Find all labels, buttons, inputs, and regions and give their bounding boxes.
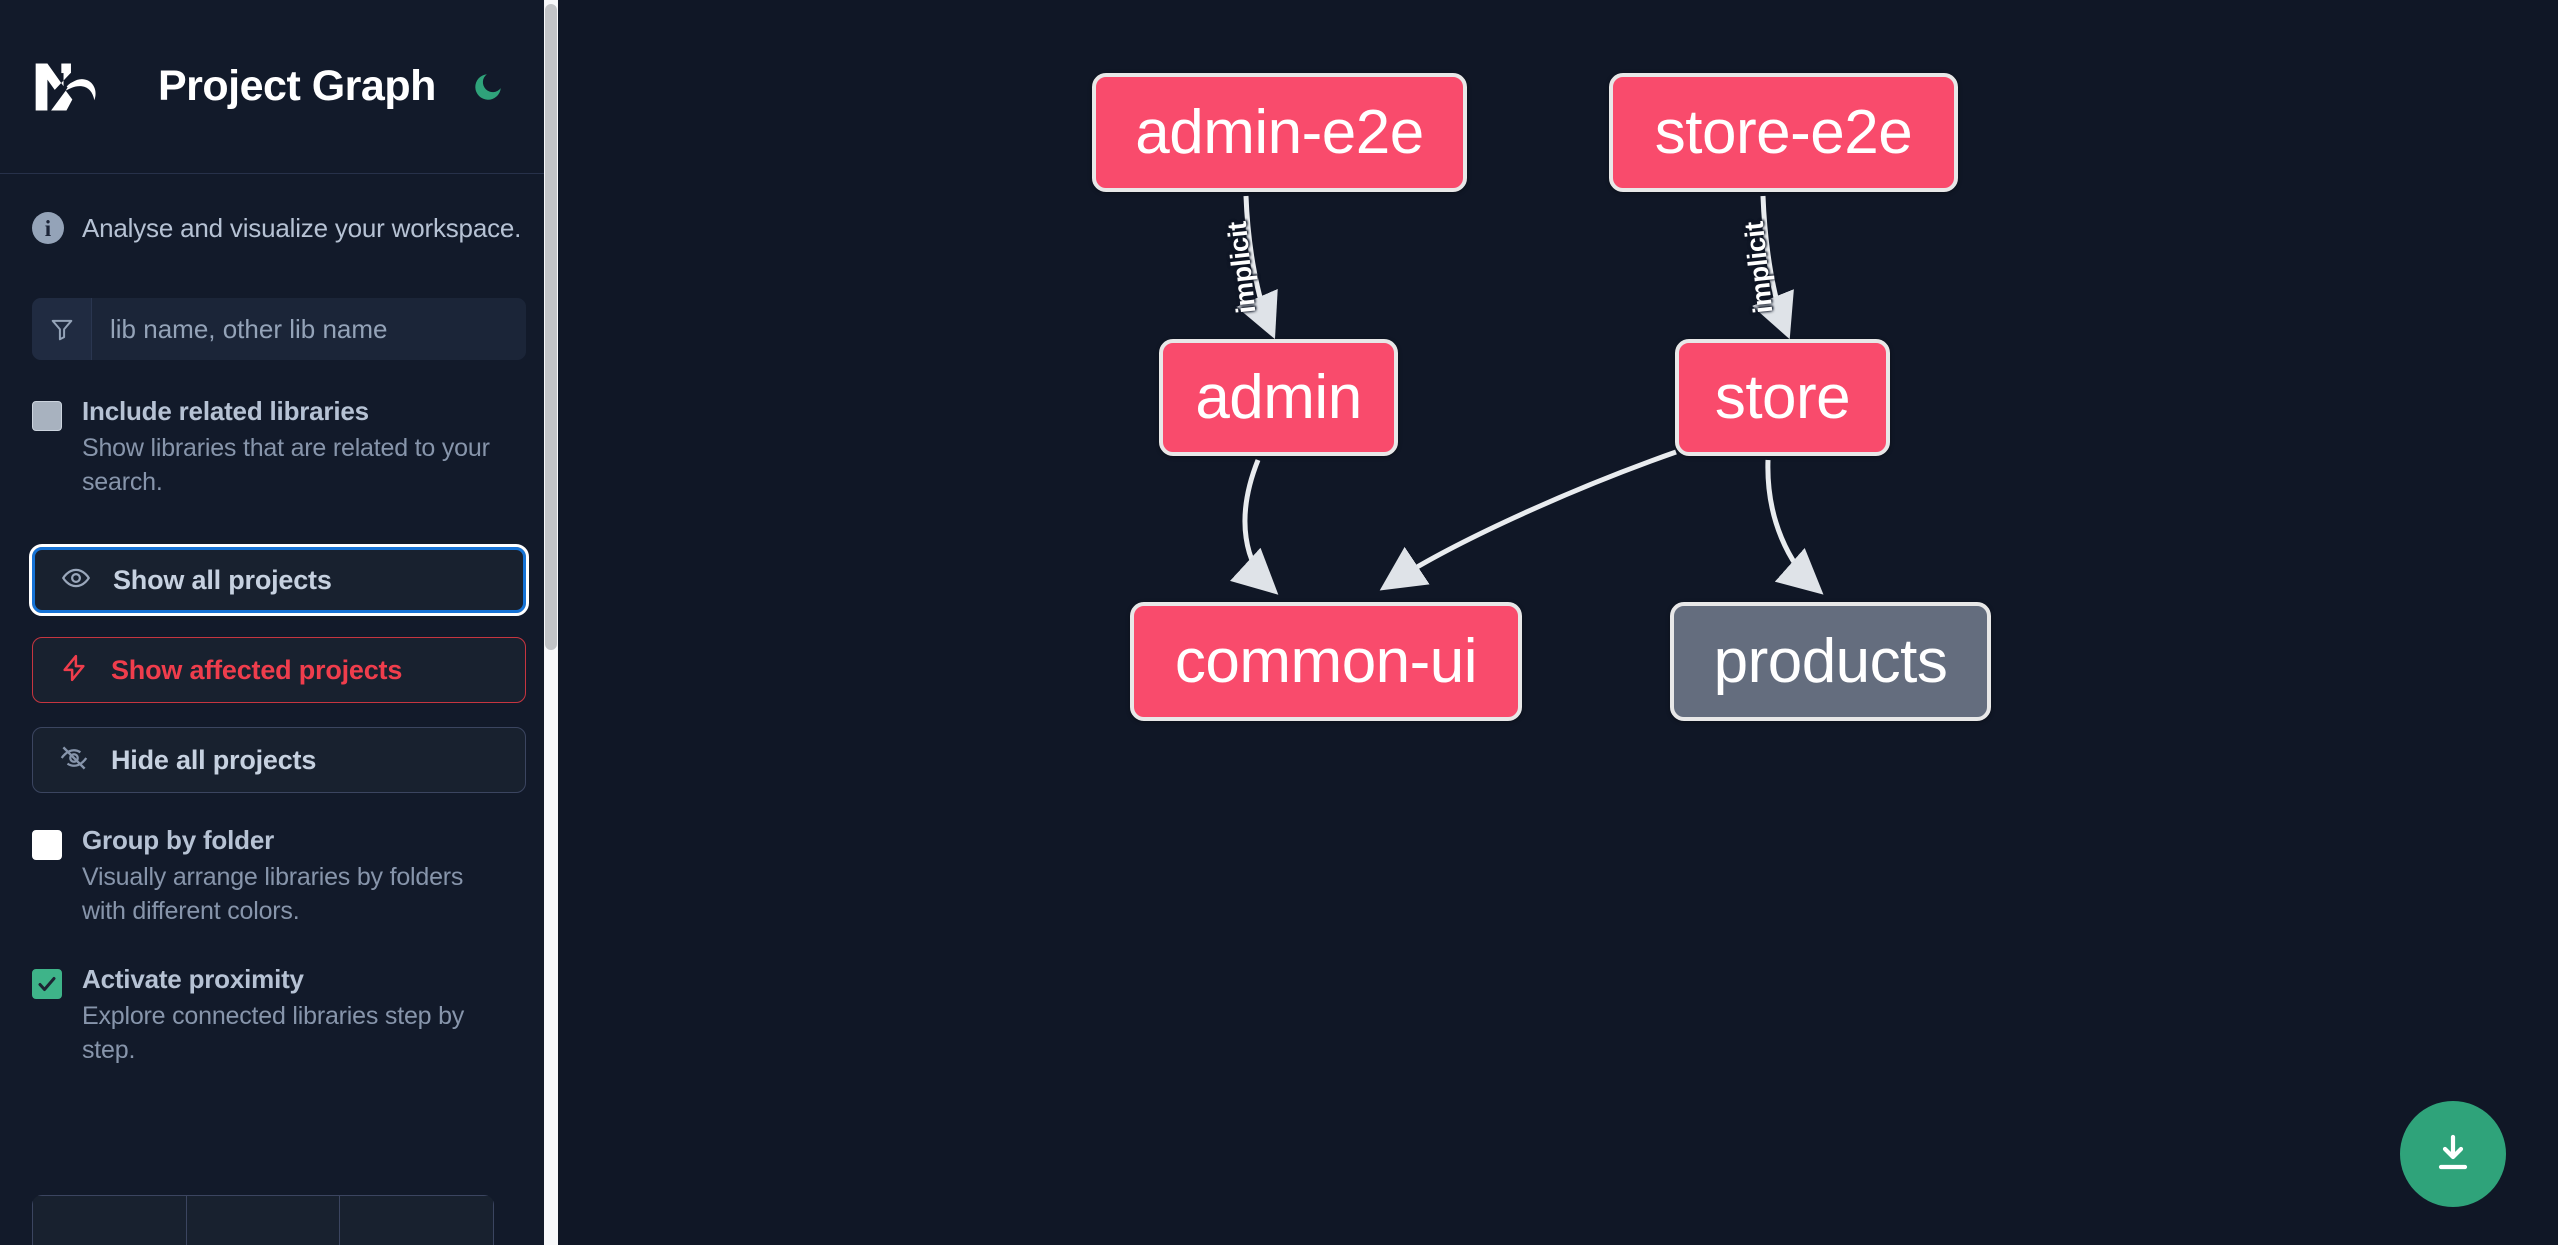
checkbox-description: Explore connected libraries step by step… — [82, 1002, 465, 1064]
checkbox-include-related-libraries[interactable]: Include related libraries Show libraries… — [32, 396, 526, 499]
edge-store-to-products — [1765, 459, 1824, 595]
node-label: admin — [1195, 363, 1362, 432]
checkbox-box[interactable] — [32, 401, 62, 431]
graph-node-products[interactable]: products — [1670, 602, 1991, 721]
sidebar-header: Project Graph — [0, 0, 558, 174]
node-label: store — [1714, 363, 1851, 432]
info-circle-icon: i — [32, 212, 64, 244]
segment-3[interactable] — [340, 1195, 494, 1245]
graph-edges — [1230, 195, 1824, 595]
filter-icon — [32, 298, 92, 360]
project-visibility-buttons: Show all projects Show affected projects — [29, 544, 529, 793]
segment-2[interactable] — [186, 1195, 341, 1245]
button-label: Show affected projects — [111, 654, 403, 685]
sidebar-scrollbar[interactable] — [544, 0, 558, 1245]
download-icon — [2429, 1129, 2477, 1180]
eye-off-icon — [59, 743, 89, 778]
search-field[interactable] — [32, 298, 526, 360]
node-label: admin-e2e — [1135, 98, 1424, 167]
checkbox-group-by-folder[interactable]: Group by folder Visually arrange librari… — [32, 825, 526, 928]
search-input[interactable] — [92, 298, 526, 360]
edge-store-to-common-ui — [1379, 449, 1677, 591]
page-title: Project Graph — [158, 62, 436, 110]
lightning-icon — [59, 653, 89, 688]
node-label: common-ui — [1174, 627, 1478, 696]
show-all-projects-button[interactable]: Show all projects — [29, 544, 529, 616]
moon-icon[interactable] — [466, 65, 510, 109]
checkbox-label: Activate proximity — [82, 964, 304, 994]
graph-node-store-e2e[interactable]: store-e2e — [1609, 73, 1958, 192]
edge-admin-e2e-to-admin — [1236, 195, 1278, 340]
checkbox-box[interactable] — [32, 969, 62, 999]
proximity-segmented-control[interactable] — [32, 1195, 494, 1245]
button-label: Show all projects — [113, 564, 332, 595]
edge-store-e2e-to-store — [1752, 195, 1794, 340]
checkbox-description: Visually arrange libraries by folders wi… — [82, 863, 464, 925]
graph-node-admin[interactable]: admin — [1159, 339, 1398, 456]
graph-canvas[interactable]: admin-e2e store-e2e admin store common-u… — [558, 0, 2558, 1245]
checkbox-label: Include related libraries — [82, 396, 369, 426]
checkbox-description: Show libraries that are related to your … — [82, 434, 490, 496]
graph-node-admin-e2e[interactable]: admin-e2e — [1092, 73, 1467, 192]
checkbox-label: Group by folder — [82, 825, 275, 855]
node-label: store-e2e — [1654, 98, 1913, 167]
hide-all-projects-button[interactable]: Hide all projects — [32, 727, 526, 793]
show-affected-projects-button[interactable]: Show affected projects — [32, 637, 526, 703]
sidebar-scrollbar-thumb[interactable] — [545, 4, 557, 650]
segment-1[interactable] — [32, 1195, 187, 1245]
eye-icon — [61, 563, 91, 598]
edge-admin-to-common-ui — [1230, 459, 1279, 595]
tagline: i Analyse and visualize your workspace. — [32, 212, 526, 244]
tagline-text: Analyse and visualize your workspace. — [82, 212, 522, 243]
checkbox-box[interactable] — [32, 830, 62, 860]
node-label: products — [1713, 627, 1948, 696]
graph-node-store[interactable]: store — [1675, 339, 1890, 456]
graph-node-common-ui[interactable]: common-ui — [1130, 602, 1522, 721]
nx-logo-icon — [32, 56, 120, 118]
sidebar: Project Graph i Analyse and visualize yo… — [0, 0, 558, 1245]
checkbox-activate-proximity[interactable]: Activate proximity Explore connected lib… — [32, 964, 526, 1067]
button-label: Hide all projects — [111, 744, 317, 775]
sidebar-body: i Analyse and visualize your workspace. … — [0, 212, 558, 1067]
download-graph-button[interactable] — [2400, 1101, 2506, 1207]
